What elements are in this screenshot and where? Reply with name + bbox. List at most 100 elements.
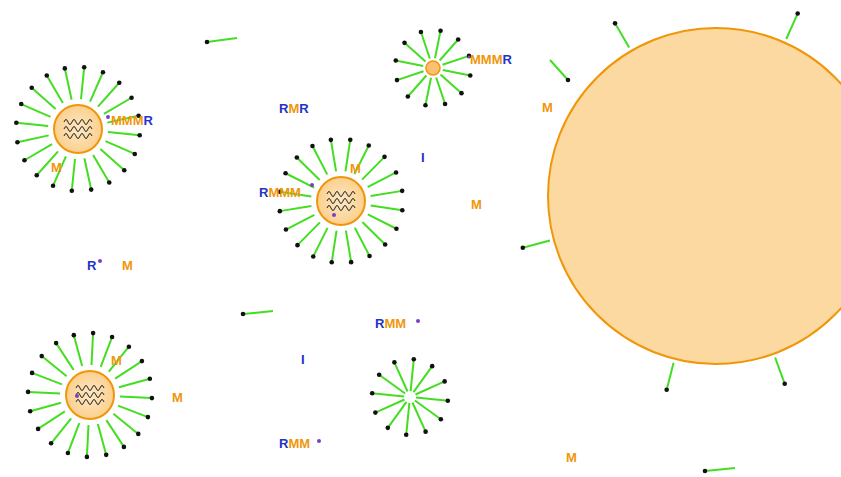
lipid-head xyxy=(446,398,451,403)
lipid-tail xyxy=(65,68,72,99)
lipid-head xyxy=(400,208,405,213)
label-letter: R xyxy=(299,101,308,116)
lipid-tail xyxy=(38,411,65,428)
dna-strand xyxy=(64,120,355,405)
lipid-tail xyxy=(411,359,414,391)
label-letter: R xyxy=(279,436,288,451)
lipid-head xyxy=(459,91,464,96)
liposome xyxy=(548,28,841,364)
lipid-tail xyxy=(421,32,430,59)
lipid-head xyxy=(54,341,59,346)
lipid-tail xyxy=(775,358,785,384)
lipid-tail xyxy=(286,215,314,230)
lipid-head xyxy=(394,170,399,175)
lipid-head xyxy=(51,183,56,188)
lipid-head xyxy=(122,445,127,450)
lipid-head xyxy=(82,65,87,70)
dna-strand xyxy=(76,400,104,405)
lipid-tail xyxy=(416,398,448,401)
lipid-tail xyxy=(371,191,403,196)
label-letter: M xyxy=(384,316,395,331)
lipid-tail xyxy=(397,71,424,80)
lipid-head xyxy=(521,245,526,250)
lipid-head xyxy=(411,357,416,362)
label-letter: M xyxy=(350,161,361,176)
label-letter: M xyxy=(133,113,144,128)
lipid-head xyxy=(442,379,447,384)
dna-strand xyxy=(76,393,104,398)
lipid-tail xyxy=(280,206,312,211)
lipid-head xyxy=(406,94,411,99)
molecule-label: M xyxy=(566,450,577,465)
lipid-head xyxy=(283,171,288,176)
molecule-label: RMM xyxy=(375,316,406,331)
dna-strand xyxy=(64,134,92,139)
lipid-head xyxy=(19,102,24,107)
lipid-tail xyxy=(442,56,469,65)
lipid-head xyxy=(148,377,153,382)
lipid-head xyxy=(295,243,300,248)
lipid-head xyxy=(137,133,142,138)
lipid-tail xyxy=(375,399,404,412)
label-letter: R xyxy=(259,185,268,200)
lipid-head xyxy=(72,333,77,338)
lipid-head xyxy=(22,158,27,163)
lipid-head xyxy=(419,30,424,35)
lipid-tail xyxy=(87,425,89,457)
molecule-label: RMR xyxy=(279,101,309,116)
molecule-label: M xyxy=(542,100,553,115)
lipid-head xyxy=(395,78,400,83)
label-letter: M xyxy=(299,436,310,451)
lipid-tail xyxy=(108,132,140,135)
lipid-tail xyxy=(16,123,48,126)
micelle-core xyxy=(426,61,440,75)
lipid-head xyxy=(795,11,800,16)
lipid-tail xyxy=(90,72,103,101)
lipid-tail xyxy=(312,146,327,174)
lipid-tail xyxy=(550,60,568,80)
lipid-tail xyxy=(362,222,385,244)
lipid-head xyxy=(39,354,44,359)
lipid-head xyxy=(127,344,132,349)
molecule-label: MMMR xyxy=(111,113,153,128)
label-letter: M xyxy=(268,185,279,200)
lipid-tail xyxy=(297,222,319,245)
lipid-tail xyxy=(408,75,427,96)
lipid-head xyxy=(91,331,96,336)
lipid-head xyxy=(394,226,399,231)
lipid-head xyxy=(132,152,137,157)
label-letter: M xyxy=(470,52,481,67)
label-letter: M xyxy=(122,258,133,273)
lipid-head xyxy=(117,80,122,85)
marker-dot xyxy=(75,56,471,444)
label-letter: M xyxy=(290,185,301,200)
label-letter: R xyxy=(144,113,153,128)
lipid-head xyxy=(44,73,49,78)
lipid-tail xyxy=(104,98,132,114)
label-letter: R xyxy=(87,258,96,273)
lipid-tail xyxy=(615,23,629,47)
lipid-tail xyxy=(331,140,336,172)
lipid-head xyxy=(150,396,155,401)
lipid-head xyxy=(456,37,461,42)
lipid-head xyxy=(367,254,372,259)
lipid-head xyxy=(370,391,375,396)
lipid-tail xyxy=(101,337,112,367)
lipid-tail xyxy=(396,60,423,66)
lipid-tail xyxy=(105,141,134,154)
lipid-head xyxy=(310,144,315,149)
lipid-tail xyxy=(355,228,370,256)
lipid-head xyxy=(613,21,618,26)
molecule-label: M xyxy=(111,353,122,368)
lipid-head xyxy=(348,137,353,142)
lipid-tail xyxy=(523,240,550,247)
molecule-label: M xyxy=(471,197,482,212)
label-letter: M xyxy=(122,113,133,128)
molecule-label: M xyxy=(51,160,62,175)
lipid-head xyxy=(566,78,571,83)
lipid-head xyxy=(15,140,20,145)
label-letter: I xyxy=(301,352,305,367)
lipid-tail xyxy=(24,144,52,160)
molecule-label: I xyxy=(421,150,425,165)
